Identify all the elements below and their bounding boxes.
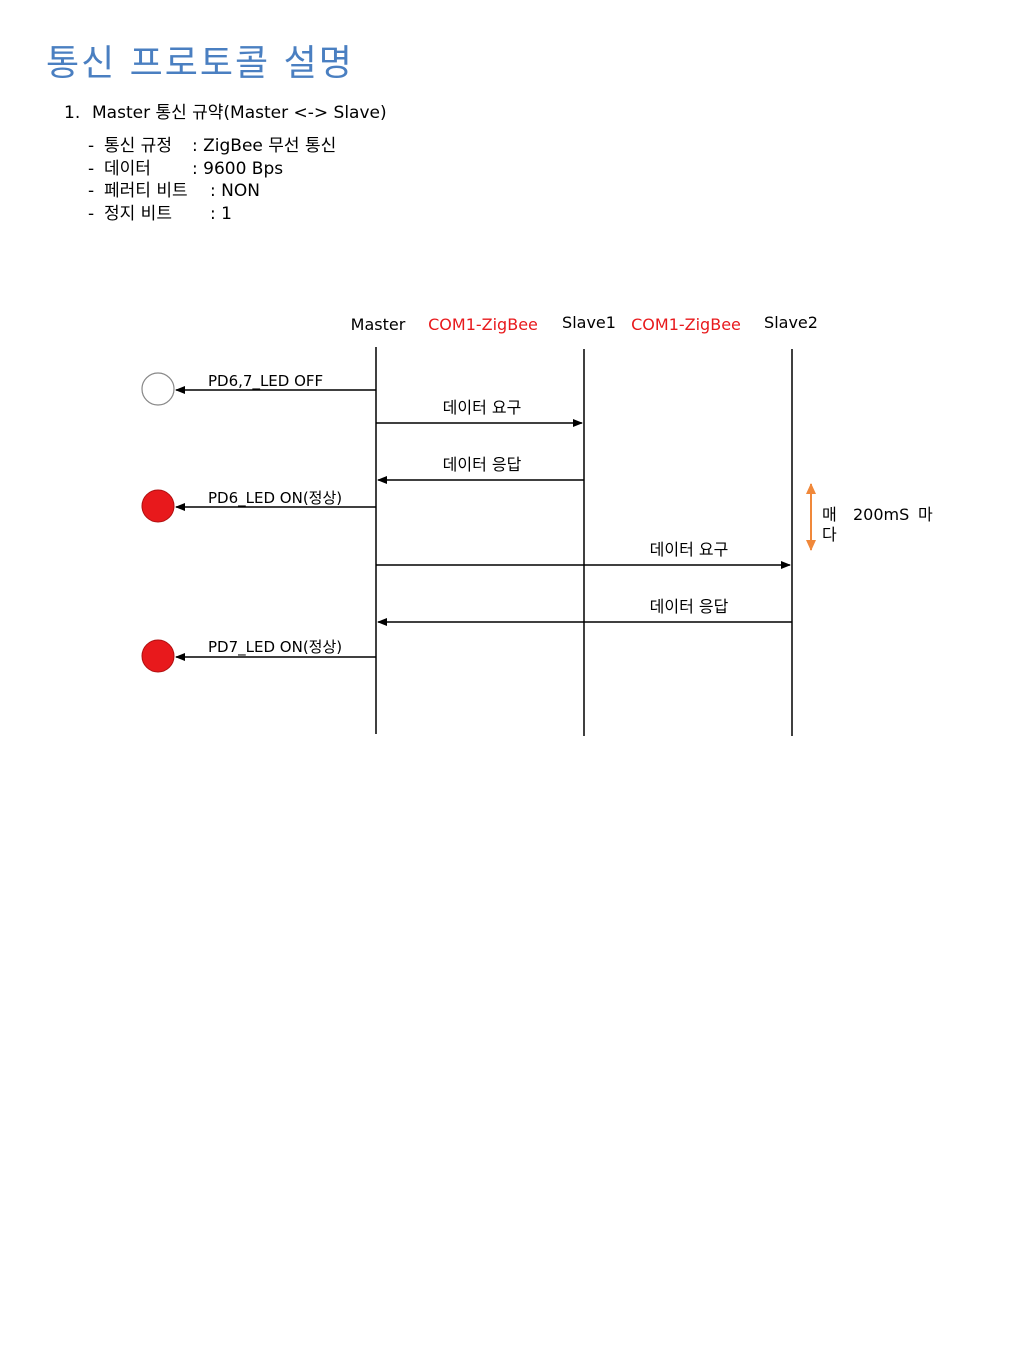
- spec-separator: :: [192, 136, 204, 156]
- link-label-1: COM1-ZigBee: [428, 315, 538, 334]
- spec-item-protocol: - 통신 규정 : ZigBee 무선 통신: [88, 135, 336, 158]
- led-indicator-pd7-on: [141, 639, 175, 673]
- participant-slave2-label: Slave2: [764, 313, 818, 332]
- spec-value: 1: [221, 204, 232, 225]
- message-label-3: 데이터 요구: [650, 540, 729, 559]
- spec-dash: -: [88, 158, 95, 179]
- spec-label: 페러티 비트: [104, 181, 188, 202]
- spec-item-parity: - 페러티 비트 : NON: [88, 180, 336, 203]
- spec-value: ZigBee 무선 통신: [203, 136, 337, 156]
- section-heading: 1. Master 통신 규약(Master <-> Slave): [64, 98, 387, 123]
- spec-dash: -: [88, 136, 95, 156]
- section-heading-text: Master 통신 규약(Master <-> Slave): [92, 103, 387, 123]
- participant-slave1-label: Slave1: [562, 313, 616, 332]
- spec-item-data: - 데이터 : 9600 Bps: [88, 158, 336, 181]
- page-title: 통신 프로토콜 설명: [46, 43, 354, 84]
- spec-separator: :: [192, 158, 204, 179]
- spec-value: 9600 Bps: [203, 158, 284, 179]
- message-label-4: 데이터 응답: [650, 597, 729, 616]
- spec-separator: :: [210, 181, 222, 202]
- spec-label: 데이터: [104, 158, 151, 179]
- spec-list: - 통신 규정 : ZigBee 무선 통신 - 데이터 : 9600 Bps …: [88, 135, 336, 226]
- spec-value: NON: [221, 181, 260, 202]
- interval-prefix: 매: [822, 505, 837, 524]
- spec-separator: :: [210, 204, 222, 225]
- led-indicator-off: [141, 372, 175, 406]
- section-number: 1.: [64, 103, 81, 123]
- spec-label: 정지 비트: [104, 204, 172, 225]
- spec-item-stop-bit: - 정지 비트 : 1: [88, 203, 336, 226]
- participant-master-label: Master: [351, 315, 406, 334]
- led-event-label-1: PD6,7_LED OFF: [208, 372, 323, 391]
- link-label-2: COM1-ZigBee: [631, 315, 741, 334]
- led-event-label-2: PD6_LED ON(정상): [208, 489, 342, 508]
- spec-dash: -: [88, 204, 95, 225]
- interval-value: 200mS: [853, 505, 909, 524]
- spec-dash: -: [88, 181, 95, 202]
- message-label-1: 데이터 요구: [443, 398, 522, 417]
- led-event-label-3: PD7_LED ON(정상): [208, 638, 342, 657]
- spec-label: 통신 규정: [104, 136, 172, 156]
- message-label-2: 데이터 응답: [443, 455, 522, 474]
- led-indicator-pd6-on: [141, 489, 175, 523]
- interval-suffix: 다마: [822, 505, 933, 544]
